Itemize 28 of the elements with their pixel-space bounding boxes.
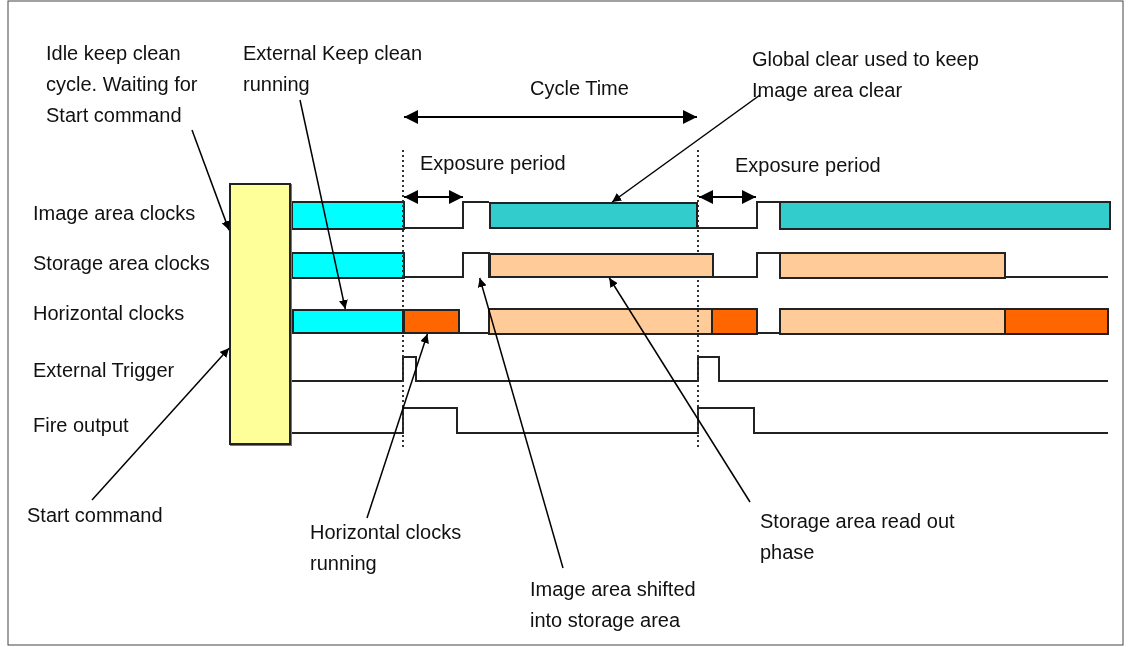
leader-line <box>91 347 230 501</box>
signal-label: Horizontal clocks <box>33 301 185 326</box>
callout-text: Image area shifted into storage area <box>530 574 730 636</box>
signal-label: External Trigger <box>33 358 175 383</box>
leader-line <box>299 99 348 310</box>
signal-label: Fire output <box>33 413 129 438</box>
callout-text: Global clear used to keep Image area clear <box>752 44 992 106</box>
signal-label: Image area clocks <box>33 201 196 226</box>
callout-text: External Keep clean running <box>243 38 443 100</box>
callout-text: Horizontal clocks running <box>310 517 490 579</box>
dimension-label: Exposure period <box>735 153 881 178</box>
dimension-label: Exposure period <box>420 151 566 176</box>
clock-bar <box>403 309 460 334</box>
clock-bar <box>489 253 714 278</box>
start-block <box>229 183 291 445</box>
callout-text: Start command <box>27 500 187 531</box>
callout-text: Storage area read out phase <box>760 506 960 568</box>
leader-line <box>611 94 761 203</box>
callout-text: Idle keep clean cycle. Waiting for Start command <box>46 38 221 131</box>
dimension-label: Cycle Time <box>530 76 629 101</box>
clock-bar <box>292 309 404 334</box>
clock-pulse <box>462 252 490 278</box>
leader-line <box>366 333 429 519</box>
leader-line <box>608 277 751 503</box>
clock-bar <box>489 202 698 229</box>
leader-line <box>477 277 564 569</box>
leader-line <box>191 129 231 231</box>
signal-label: Storage area clocks <box>33 251 210 276</box>
